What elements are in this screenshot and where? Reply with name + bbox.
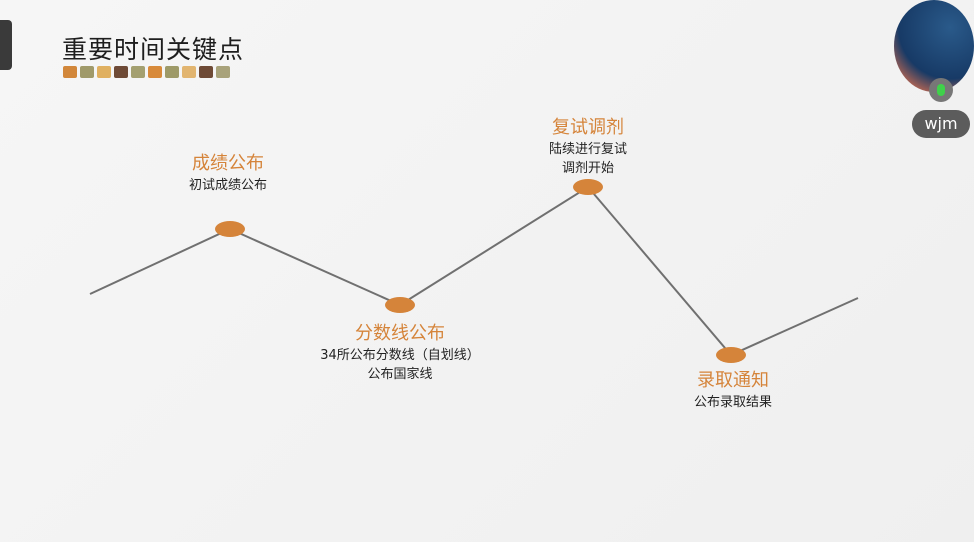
- color-swatch: [63, 66, 77, 78]
- milestone-desc: 初试成绩公布: [188, 178, 268, 193]
- color-swatch: [165, 66, 179, 78]
- participant-name: wjm: [912, 110, 970, 138]
- color-swatch: [80, 66, 94, 78]
- milestone-dot: [716, 347, 746, 363]
- color-swatches: [63, 66, 230, 78]
- microphone-icon[interactable]: [929, 78, 953, 102]
- color-swatch: [216, 66, 230, 78]
- participant-avatar[interactable]: [894, 0, 974, 92]
- color-swatch: [182, 66, 196, 78]
- milestone-desc: 调剂开始: [561, 161, 615, 176]
- color-swatch: [97, 66, 111, 78]
- milestone-heading: 复试调剂: [551, 117, 624, 138]
- milestone-retest: 复试调剂 陆续进行复试 调剂开始: [549, 116, 627, 178]
- milestone-heading: 分数线公布: [354, 323, 445, 344]
- milestone-cutoff-release: 分数线公布 34所公布分数线（自划线） 公布国家线: [320, 322, 480, 384]
- milestone-desc: 陆续进行复试: [548, 142, 628, 157]
- milestone-dot: [573, 179, 603, 195]
- milestone-score-release: 成绩公布 初试成绩公布: [189, 152, 267, 195]
- color-swatch: [131, 66, 145, 78]
- side-panel-handle[interactable]: [0, 20, 12, 70]
- color-swatch: [114, 66, 128, 78]
- milestone-desc: 34所公布分数线（自划线）: [320, 348, 480, 363]
- milestone-heading: 录取通知: [696, 370, 769, 391]
- milestone-desc: 公布录取结果: [693, 395, 773, 410]
- timeline-line: [89, 185, 859, 357]
- color-swatch: [199, 66, 213, 78]
- milestone-dot: [385, 297, 415, 313]
- color-swatch: [148, 66, 162, 78]
- milestone-admission: 录取通知 公布录取结果: [694, 369, 772, 412]
- milestone-desc: 公布国家线: [367, 367, 433, 382]
- slide-title: 重要时间关键点: [62, 35, 245, 64]
- milestone-dot: [215, 221, 245, 237]
- milestone-heading: 成绩公布: [191, 153, 264, 174]
